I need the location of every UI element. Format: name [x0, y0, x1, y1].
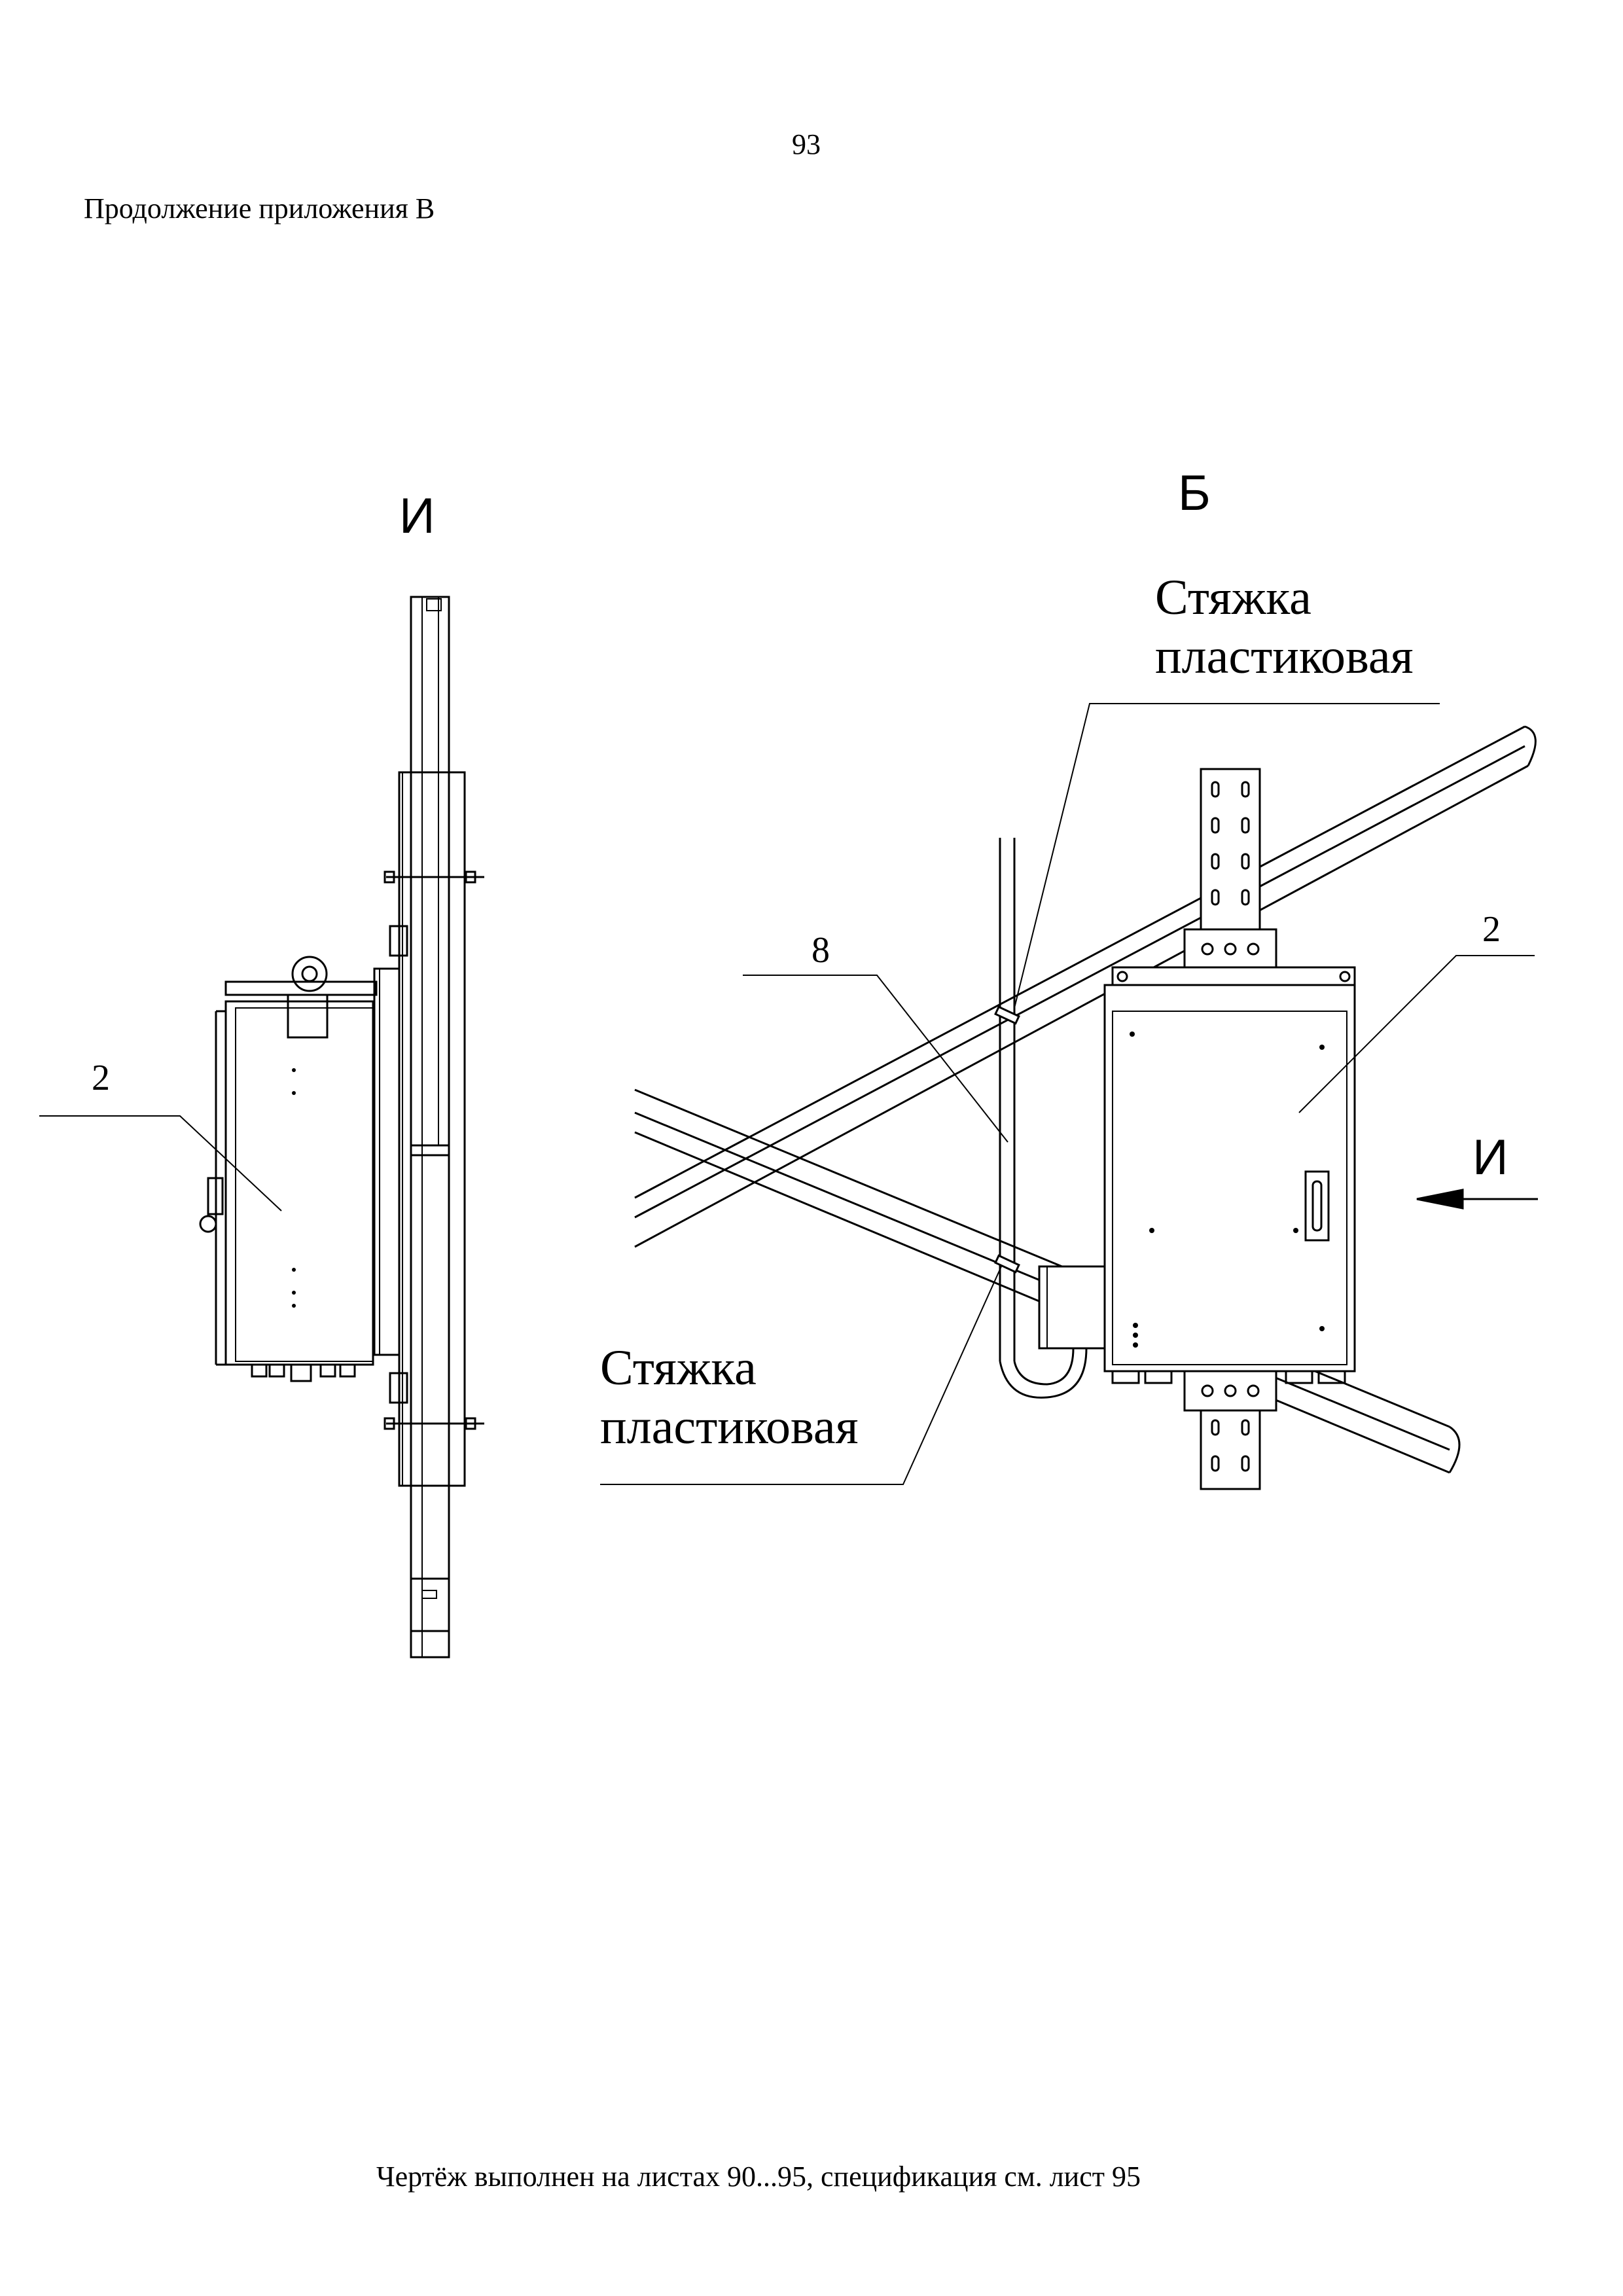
front-view-b — [600, 703, 1538, 1490]
callout-tie-bottom: Стяжка пластиковая — [600, 1338, 859, 1456]
cable-tie-bottom — [994, 1254, 1020, 1274]
page-number: 93 — [792, 128, 821, 160]
callout-tie-top: Стяжка пластиковая — [1155, 568, 1414, 686]
callout-tie-bottom-line2: пластиковая — [600, 1399, 859, 1454]
mounting-plate — [398, 771, 466, 1487]
cabinet-side — [224, 1000, 374, 1366]
cable-glands-front — [1111, 1370, 1346, 1384]
view-arrow-icon — [1416, 1189, 1538, 1210]
cabinet-front — [1103, 984, 1356, 1372]
leader-tie-top — [1014, 703, 1440, 1009]
leader-tie-bottom — [600, 1266, 1002, 1485]
leader-pos2-right — [1298, 955, 1535, 1113]
callout-tie-top-line1: Стяжка — [1155, 570, 1311, 625]
side-view-i — [39, 596, 484, 1659]
cable-tie-top — [994, 1005, 1020, 1025]
mounting-strip-bottom — [1200, 1409, 1261, 1490]
junction-box — [1038, 1265, 1106, 1350]
appendix-title: Продолжение приложения В — [84, 192, 435, 224]
view-label-right: Б — [1178, 465, 1211, 521]
position-number-left: 2 — [92, 1058, 110, 1098]
mounting-strip-top — [1200, 768, 1261, 931]
callout-tie-top-line2: пластиковая — [1155, 629, 1414, 684]
leader-pos2-left — [39, 1115, 282, 1211]
cable — [999, 838, 1088, 1399]
position-number-right: 2 — [1482, 909, 1501, 950]
footer-note: Чертёж выполнен на листах 90...95, специ… — [376, 2161, 1141, 2193]
callout-tie-bottom-line1: Стяжка — [600, 1340, 757, 1395]
door-handle — [1304, 1170, 1330, 1242]
view-arrow-label: И — [1472, 1130, 1508, 1185]
pole — [410, 596, 450, 1659]
position-number-cable: 8 — [812, 930, 830, 971]
cable-glands-side — [251, 1363, 356, 1382]
leader-pos8 — [743, 975, 1008, 1143]
bracket-top — [383, 870, 484, 1430]
view-label-left: И — [399, 488, 435, 544]
